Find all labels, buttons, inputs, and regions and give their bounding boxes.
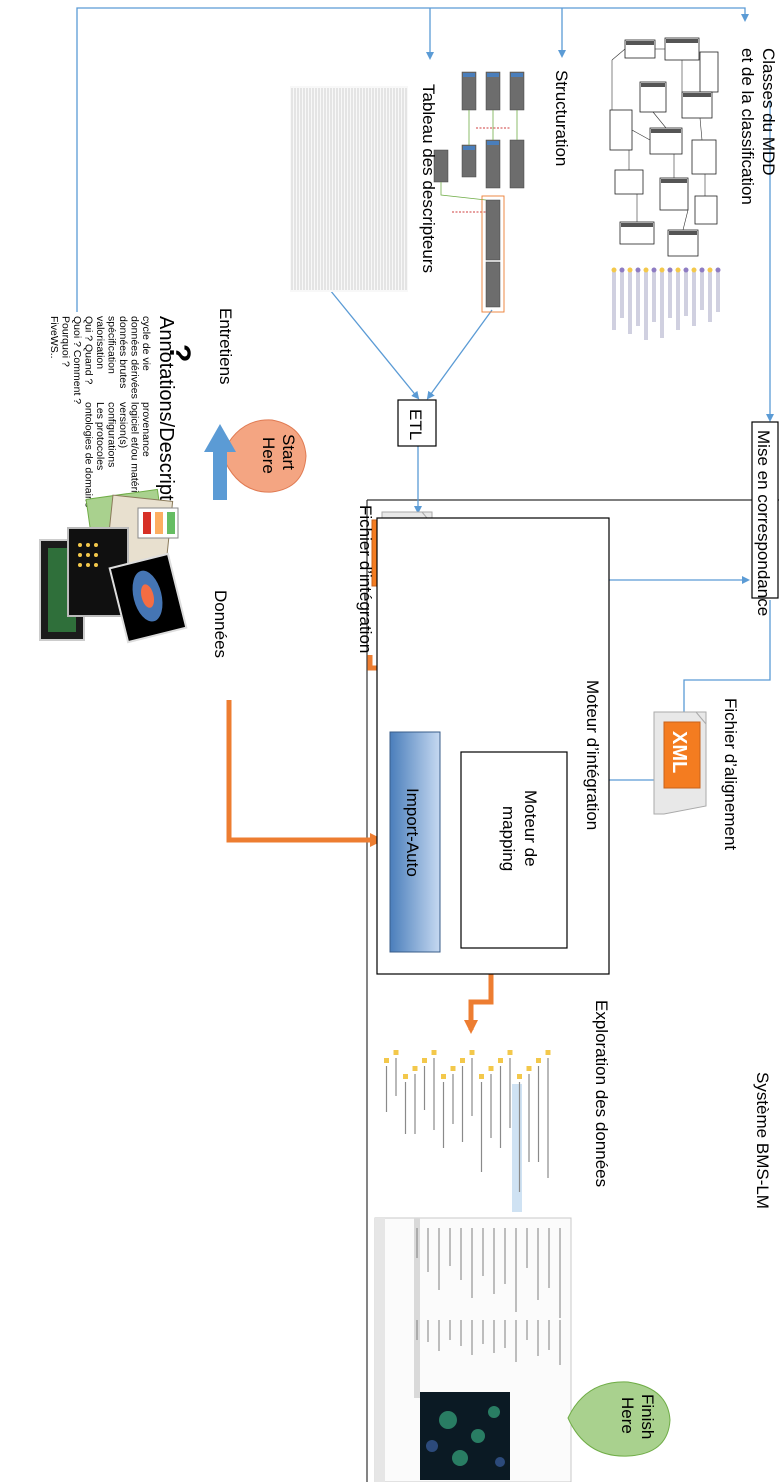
start-here-line2: Here: [259, 437, 278, 474]
question-mark-icon: ?: [163, 344, 196, 362]
etl-box[interactable]: ETL: [397, 399, 437, 447]
import-auto-box[interactable]: Import-Auto: [389, 731, 441, 953]
etl-label: ETL: [406, 409, 425, 440]
fichier-alignement-label: Fichier d’alignement: [721, 698, 740, 850]
finish-here-callout: Finish Here: [567, 1381, 671, 1457]
entretiens-label: Entretiens: [216, 308, 235, 385]
annotation-item: valorisation: [94, 316, 106, 369]
classes-label: Classes du MDD et de la classification: [738, 48, 778, 205]
structuration-thumbnail: [433, 71, 525, 313]
xml-alignment-file-icon[interactable]: XML: [653, 711, 707, 815]
start-here-callout: Start Here: [221, 419, 307, 493]
donnees-images-stack: [39, 488, 188, 644]
exploration-label: Exploration des données: [592, 1000, 611, 1187]
annotation-item: logiciel et/ou matériel: [129, 402, 141, 501]
exploration-detail-thumbnail: [374, 1217, 572, 1482]
annotation-item: FiveWS..: [48, 316, 60, 359]
annotation-item: ontologies de domaine: [83, 402, 95, 508]
mise-en-correspondance-box[interactable]: Mise en correspondance: [751, 421, 779, 616]
classes-uml-thumbnail: [605, 30, 725, 275]
annotation-item: cycle de vie: [140, 316, 152, 371]
finish-here-line2: Here: [618, 1397, 637, 1434]
moteur-integration-label: Moteur d’intégration: [583, 680, 602, 830]
donnees-label: Données: [211, 590, 230, 658]
annotation-item: configurations: [106, 402, 118, 467]
annotation-item: version(s): [117, 402, 129, 448]
ontology-tree-thumbnail: [605, 265, 735, 345]
blue-up-arrow: [204, 424, 236, 500]
annotation-item: Quoi ? Comment ?: [71, 316, 83, 404]
annotation-item: données brutes: [117, 316, 129, 388]
import-auto-label: Import-Auto: [403, 788, 422, 877]
xml-alignment-text: XML: [668, 731, 690, 773]
annotation-item: spécification: [106, 316, 118, 374]
classes-label-line2: et de la classification: [738, 48, 757, 205]
exploration-tree-thumbnail: [375, 1036, 565, 1212]
structuration-label: Structuration: [552, 70, 571, 166]
finish-here-line1: Finish: [638, 1394, 657, 1439]
annotations-title: Annotations/Descripteurs: [155, 316, 177, 539]
mise-en-correspondance-label: Mise en correspondance: [754, 430, 773, 616]
annotation-item: Qui ? Quand ?: [83, 316, 95, 384]
moteur-mapping-line1: Moteur de: [521, 790, 540, 867]
annotation-item: provenance: [140, 402, 152, 457]
moteur-mapping-line2: mapping: [499, 806, 518, 871]
systeme-label: Système BMS-LM: [753, 1072, 772, 1209]
fichier-integration-label: Fichier d’intégration: [356, 505, 375, 653]
annotations-block: Annotations/Descripteurs cycle de viedon…: [48, 316, 177, 539]
annotation-item: Pourquoi ?: [60, 316, 72, 367]
moteur-mapping-box[interactable]: Moteur de mapping: [460, 751, 568, 949]
annotation-item: Les protocoles: [94, 402, 106, 470]
classes-label-line1: Classes du MDD: [759, 48, 778, 176]
descriptor-table-label: Tableau des descripteurs: [419, 84, 438, 273]
start-here-line1: Start: [279, 434, 298, 470]
annotation-item: données dérivées: [129, 316, 141, 399]
descriptor-table-thumbnail: [290, 86, 408, 292]
